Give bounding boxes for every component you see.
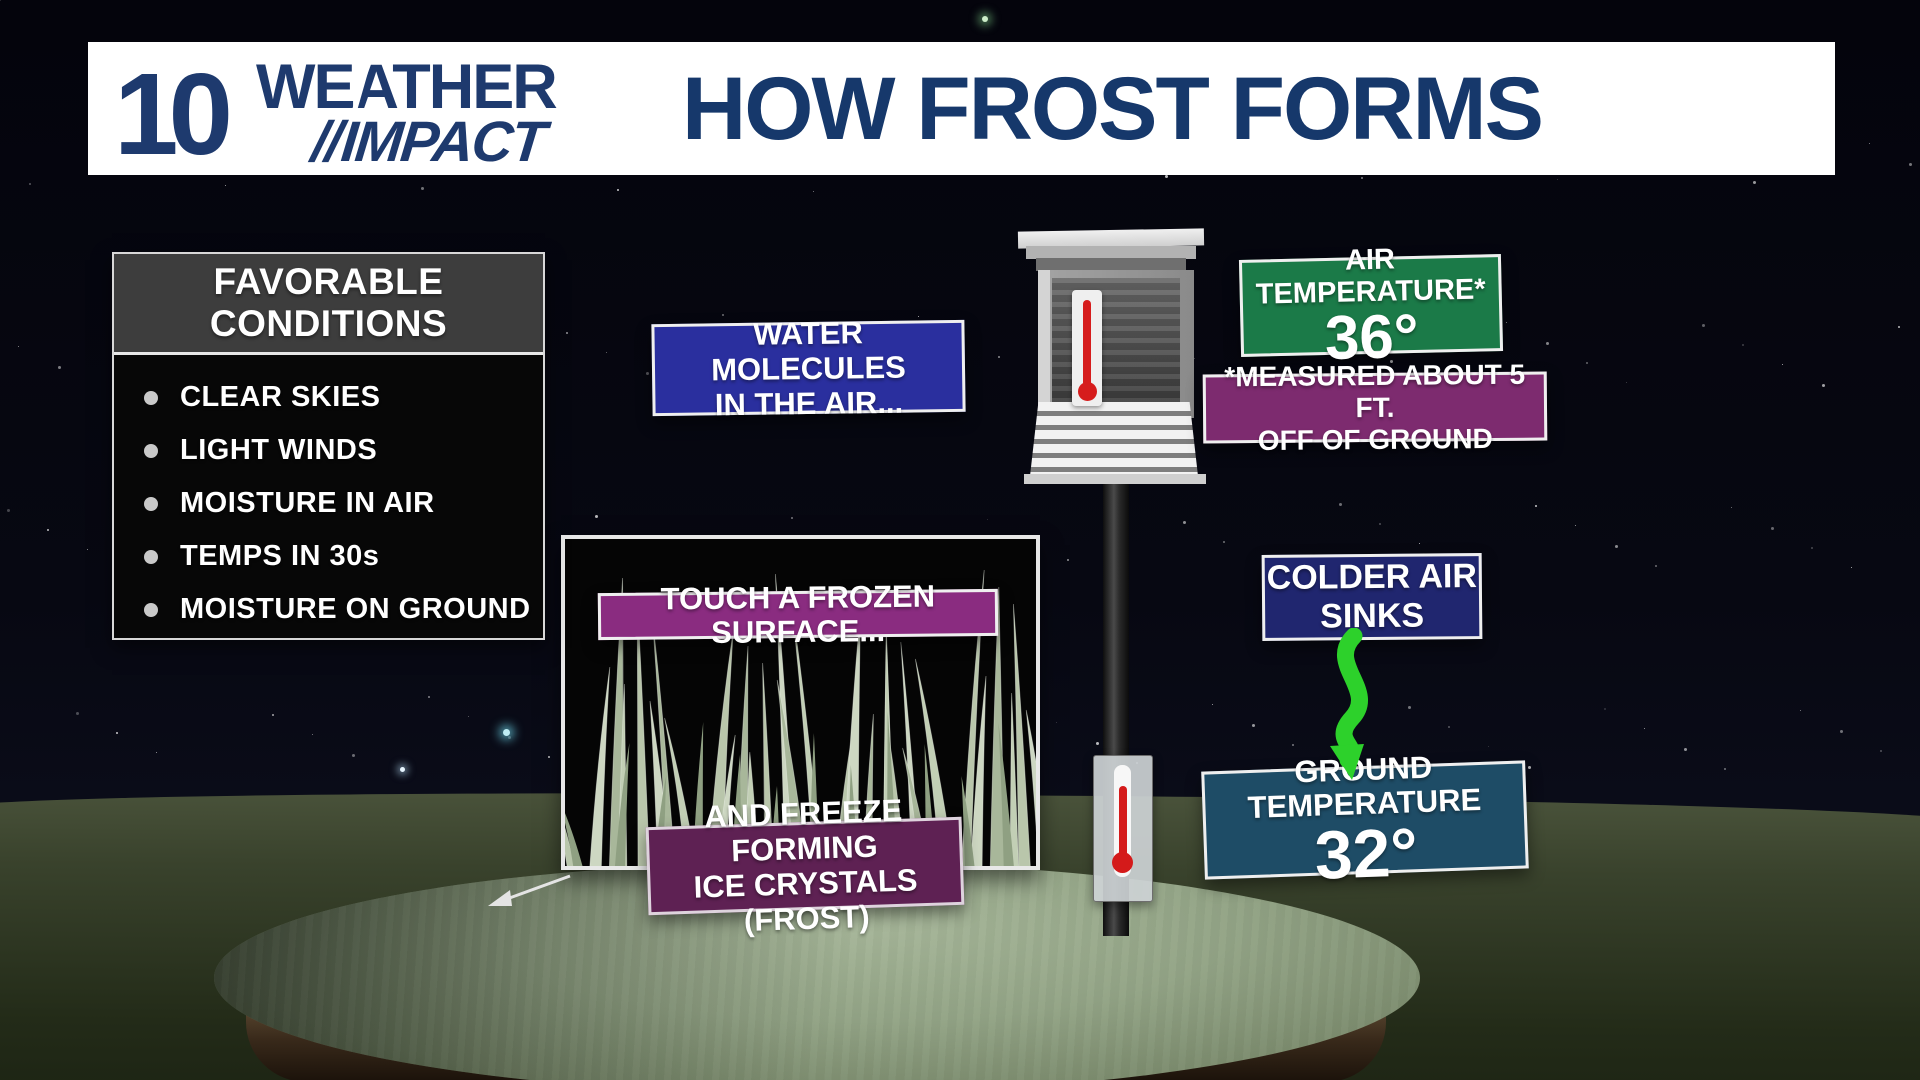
bullet-icon: [144, 443, 158, 458]
list-item: MOISTURE ON GROUND: [114, 583, 543, 636]
logo-weather-text: WEATHER: [256, 52, 558, 122]
measured-height-line2: OFF OF GROUND: [1257, 422, 1493, 456]
shelter-base: [1024, 474, 1206, 484]
colder-air-line1: COLDER AIR: [1266, 557, 1478, 597]
favorable-conditions-panel: FAVORABLE CONDITIONS CLEAR SKIES LIGHT W…: [112, 252, 545, 640]
thermometer-column: [1083, 300, 1091, 388]
bullet-icon: [144, 390, 158, 405]
water-molecules-line2: IN THE AIR...: [714, 384, 904, 422]
list-item: CLEAR SKIES: [114, 371, 543, 424]
logo-wordmark: WEATHER //IMPACT: [256, 52, 558, 174]
list-item: TEMPS IN 30s: [114, 530, 543, 583]
air-thermometer-icon: [1072, 290, 1102, 406]
favorable-conditions-list: CLEAR SKIES LIGHT WINDS MOISTURE IN AIR …: [114, 355, 543, 636]
shelter-body: [1038, 270, 1194, 418]
page-title: HOW FROST FORMS: [682, 58, 1544, 158]
weather-shelter-illustration: [1016, 226, 1208, 488]
air-temperature-label: AIR TEMPERATURE* 36°: [1238, 243, 1504, 373]
thermometer-bulb: [1078, 382, 1097, 401]
freeze-crystals-label: AND FREEZE FORMING ICE CRYSTALS (FROST): [645, 793, 965, 938]
favorable-heading-line2: CONDITIONS: [209, 303, 448, 344]
thermometer-bulb: [1112, 852, 1133, 873]
station-logo: 10 WEATHER //IMPACT: [114, 49, 584, 179]
thermometer-column: [1119, 786, 1127, 858]
water-molecules-label: WATER MOLECULES IN THE AIR...: [651, 315, 966, 422]
touch-frozen-surface-label: TOUCH A FROZEN SURFACE...: [597, 578, 999, 649]
freeze-crystals-line2: ICE CRYSTALS (FROST): [693, 862, 919, 939]
ground-temperature-value: 32°: [1313, 814, 1419, 894]
logo-impact-text: //IMPACT: [308, 110, 548, 174]
bright-star-icon: [503, 729, 510, 736]
shelter-roof-shadow: [1036, 258, 1186, 271]
favorable-heading-line1: FAVORABLE: [213, 261, 444, 302]
bullet-icon: [144, 496, 158, 511]
list-item: MOISTURE IN AIR: [114, 477, 543, 530]
ground-thermometer-icon: [1093, 755, 1153, 902]
measured-height-label: *MEASURED ABOUT 5 FT. OFF OF GROUND: [1202, 358, 1548, 456]
air-temperature-title: AIR TEMPERATURE*: [1255, 242, 1486, 311]
colder-air-sinks-arrow-icon: [1330, 628, 1368, 780]
touch-frozen-surface-text: TOUCH A FROZEN SURFACE...: [660, 578, 936, 650]
bullet-icon: [144, 549, 158, 564]
freeze-crystals-line1: AND FREEZE FORMING: [703, 792, 903, 869]
logo-number: 10: [114, 49, 233, 179]
shelter-louvers: [1030, 402, 1198, 476]
shelter-roof-edge: [1026, 246, 1196, 259]
bright-star-icon: [400, 767, 405, 772]
bullet-icon: [144, 602, 158, 617]
measured-height-line1: *MEASURED ABOUT 5 FT.: [1224, 358, 1526, 423]
favorable-conditions-heading: FAVORABLE CONDITIONS: [114, 254, 543, 355]
frost-pointer-arrow-icon: [488, 874, 571, 906]
water-molecules-line1: WATER MOLECULES: [710, 314, 907, 387]
bright-star-icon: [982, 16, 988, 22]
list-item: LIGHT WINDS: [114, 424, 543, 477]
header-bar: 10 WEATHER //IMPACT HOW FROST FORMS: [88, 42, 1835, 175]
